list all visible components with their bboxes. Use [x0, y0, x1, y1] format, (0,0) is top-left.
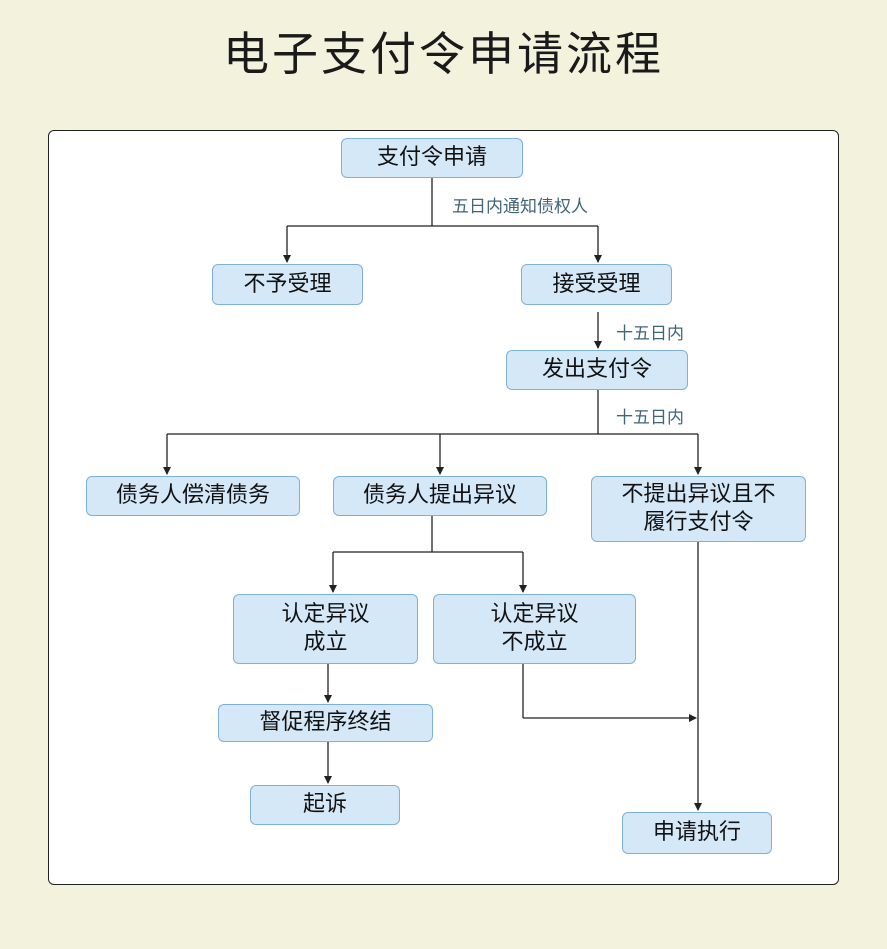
node-objection-invalid: 认定异议 不成立 [433, 594, 636, 664]
node-terminate: 督促程序终结 [218, 704, 433, 742]
page-title: 电子支付令申请流程 [223, 27, 664, 81]
note-notify-creditor: 五日内通知债权人 [452, 197, 588, 217]
node-no-objection: 不提出异议且不 履行支付令 [591, 476, 806, 542]
node-objection-valid: 认定异议 成立 [233, 594, 418, 664]
note-within-15-days-b: 十五日内 [616, 408, 684, 428]
note-within-15-days-a: 十五日内 [616, 324, 684, 344]
node-reject: 不予受理 [212, 264, 363, 305]
node-enforce: 申请执行 [622, 812, 772, 854]
node-sue: 起诉 [250, 785, 400, 825]
node-issue: 发出支付令 [506, 350, 688, 390]
node-repay: 债务人偿清债务 [86, 476, 300, 516]
node-apply: 支付令申请 [341, 138, 523, 178]
node-objection: 债务人提出异议 [333, 476, 547, 516]
node-accept: 接受受理 [521, 264, 672, 305]
